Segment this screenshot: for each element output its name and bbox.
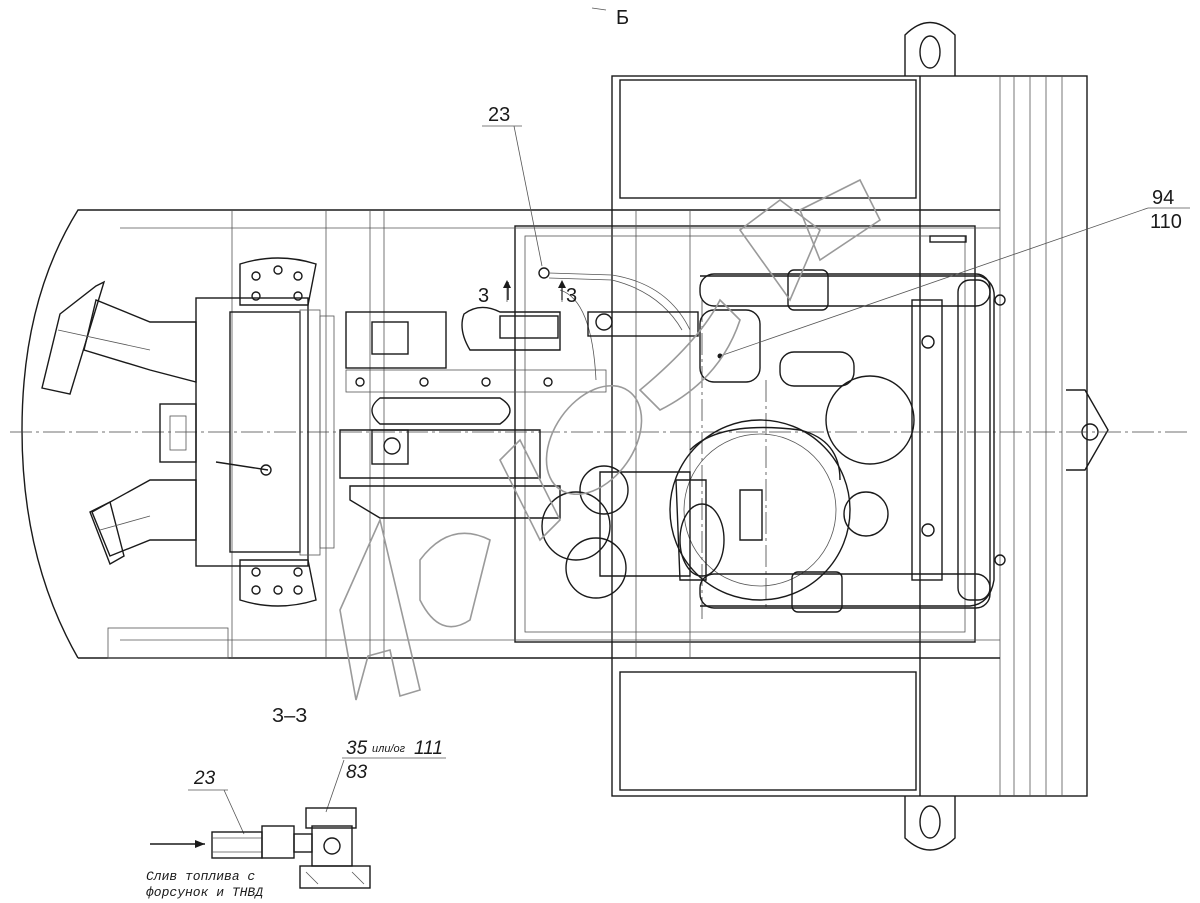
section-mark-right: 3 [566, 285, 577, 307]
callout-35-label: 35 [346, 738, 368, 759]
section-marks-3: 3 3 [478, 280, 577, 307]
intercooler-pipes [699, 235, 1006, 613]
section-detail: З–З 35 или/ог 111 83 23 Слив топлива с ф… [146, 705, 446, 900]
callout-110-label: 110 [1150, 211, 1182, 233]
callout-23-detail-label: 23 [193, 768, 216, 789]
watermark-graphic [339, 178, 882, 701]
flywheel-housing [159, 257, 335, 607]
section-mark-left: 3 [478, 285, 489, 307]
engine-housing [21, 209, 1000, 659]
radiator-frame [611, 21, 1109, 851]
callout-94-110: 94 110 [717, 187, 1190, 359]
fuel-pipe-top [507, 267, 699, 381]
section-label: З–З [272, 705, 307, 727]
callout-or-label: или/ог [372, 743, 406, 755]
view-label: Б [616, 7, 629, 29]
note-line-2: форсунок и ТНВД [146, 885, 263, 900]
callout-111-label: 111 [414, 738, 443, 759]
callout-94-label: 94 [1152, 187, 1174, 209]
left-nozzles [41, 280, 197, 566]
callout-23-label: 23 [488, 104, 510, 126]
turbocharger [541, 375, 915, 601]
callout-83-label: 83 [346, 762, 368, 783]
callout-23-top: 23 [482, 104, 543, 267]
upper-pipework [339, 306, 607, 519]
note-line-1: Слив топлива с [146, 869, 255, 884]
